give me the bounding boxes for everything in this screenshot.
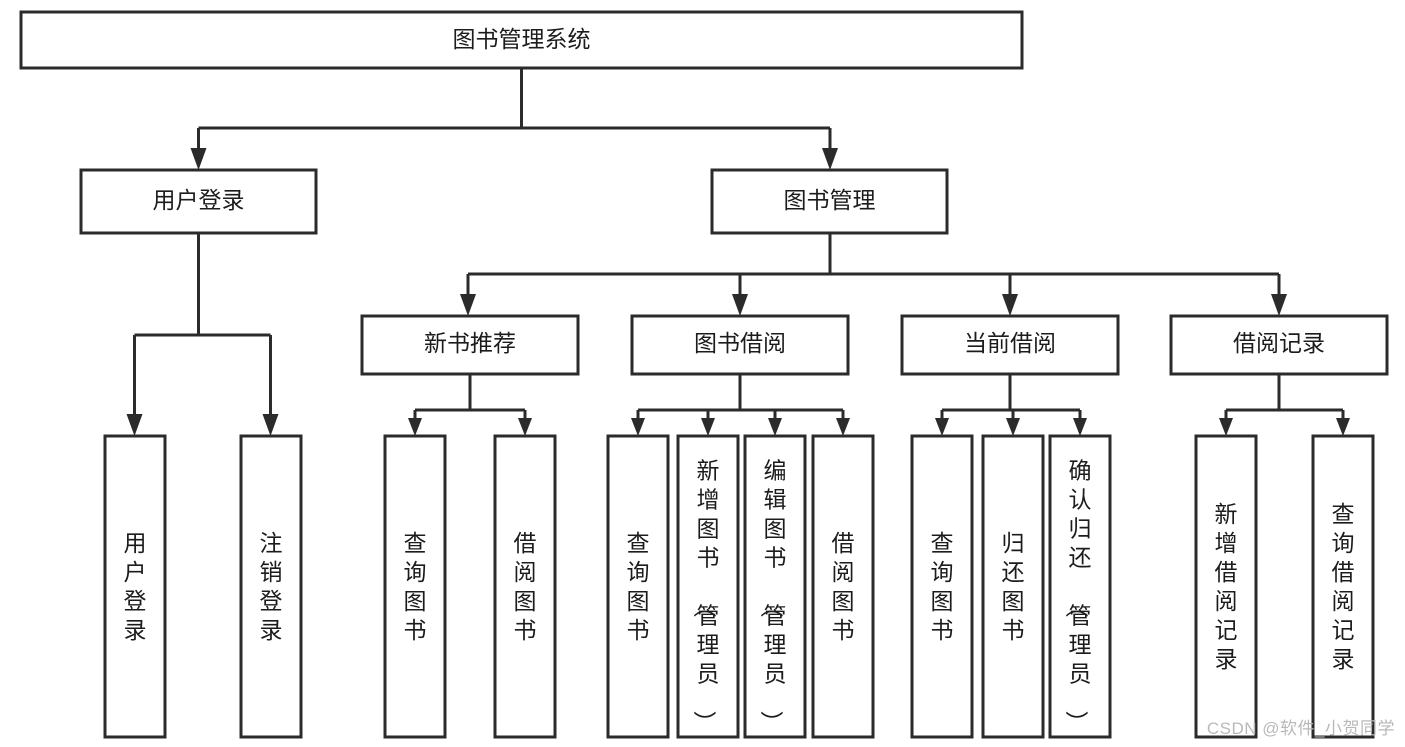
node-leaf-query-book-1[interactable]: 查询图书: [383, 434, 447, 739]
node-leaf-return-book-label: 归还图书: [1002, 530, 1025, 643]
node-new-book-rec[interactable]: 新书推荐: [360, 314, 580, 376]
connector-group-current-borrow: [935, 374, 1087, 436]
arrowhead-leaf-user-login: [126, 414, 143, 436]
node-book-borrow-box[interactable]: [630, 314, 850, 376]
node-leaf-confirm-return-box[interactable]: [1048, 434, 1112, 739]
arrowhead-leaf-borrow-book-2: [836, 418, 850, 436]
node-new-book-rec-box[interactable]: [360, 314, 580, 376]
node-leaf-user-login[interactable]: 用户登录: [103, 434, 167, 739]
node-new-book-rec-label: 新书推荐: [424, 330, 516, 356]
node-leaf-edit-book[interactable]: 编辑图书（管理员）: [743, 434, 807, 739]
node-borrow-record-box[interactable]: [1169, 314, 1389, 376]
arrowhead-leaf-edit-book: [768, 418, 782, 436]
node-leaf-logout-label: 注销登录: [260, 530, 283, 643]
node-leaf-query-record-label: 查询借阅记录: [1332, 501, 1355, 672]
arrowhead-leaf-query-book-1: [408, 418, 422, 436]
leaf-nodes-row: 用户登录 注销登录 查询图书 借阅图书 查询图书 新增图书（管理员）: [103, 434, 1375, 739]
node-leaf-query-book-2-label: 查询图书: [627, 530, 650, 643]
node-root-box[interactable]: [19, 10, 1024, 70]
node-leaf-borrow-book-1[interactable]: 借阅图书: [493, 434, 557, 739]
node-leaf-edit-book-label: 编辑图书（管理员）: [759, 458, 787, 734]
node-leaf-borrow-book-1-label: 借阅图书: [514, 530, 537, 643]
node-root-label: 图书管理系统: [453, 26, 591, 52]
node-current-borrow-box[interactable]: [900, 314, 1120, 376]
arrowhead-leaf-return-book: [1006, 418, 1020, 436]
node-leaf-borrow-book-1-box[interactable]: [493, 434, 557, 739]
node-leaf-borrow-book-2-label: 借阅图书: [832, 530, 855, 643]
node-current-borrow[interactable]: 当前借阅: [900, 314, 1120, 376]
node-leaf-add-record-box[interactable]: [1194, 434, 1258, 739]
node-leaf-borrow-book-2-box[interactable]: [811, 434, 875, 739]
node-user-login-label: 用户登录: [153, 187, 245, 213]
node-leaf-user-login-label: 用户登录: [124, 530, 147, 643]
node-leaf-query-book-2[interactable]: 查询图书: [606, 434, 670, 739]
connector-group-book-borrow: [631, 374, 850, 436]
node-root[interactable]: 图书管理系统: [19, 10, 1024, 70]
node-leaf-query-book-1-box[interactable]: [383, 434, 447, 739]
node-leaf-logout-box[interactable]: [239, 434, 303, 739]
node-leaf-add-book-box[interactable]: [676, 434, 740, 739]
node-leaf-add-record-label: 新增借阅记录: [1215, 501, 1238, 672]
arrowhead-user-login: [190, 148, 207, 170]
node-user-login[interactable]: 用户登录: [79, 168, 318, 235]
node-user-login-box[interactable]: [79, 168, 318, 235]
arrowhead-book-borrow: [732, 294, 748, 316]
node-leaf-borrow-book-2[interactable]: 借阅图书: [811, 434, 875, 739]
node-leaf-query-record[interactable]: 查询借阅记录: [1311, 434, 1375, 739]
node-leaf-return-book-box[interactable]: [981, 434, 1045, 739]
connector-group-book-manage: [460, 233, 1287, 316]
connector-group-new-book-rec: [408, 374, 532, 436]
node-leaf-query-book-1-label: 查询图书: [404, 530, 427, 643]
arrowhead-current-borrow: [1002, 294, 1018, 316]
node-leaf-add-book[interactable]: 新增图书（管理员）: [676, 434, 740, 739]
arrowhead-leaf-query-book-2: [631, 418, 645, 436]
arrowhead-leaf-logout: [262, 414, 279, 436]
arrowhead-new-book-rec: [460, 294, 476, 316]
node-leaf-confirm-return[interactable]: 确认归还（管理员）: [1048, 434, 1112, 739]
node-leaf-add-book-label: 新增图书（管理员）: [692, 458, 720, 734]
node-leaf-query-record-box[interactable]: [1311, 434, 1375, 739]
node-borrow-record[interactable]: 借阅记录: [1169, 314, 1389, 376]
arrowhead-leaf-add-book: [701, 418, 715, 436]
connector-group-root: [190, 68, 838, 170]
node-borrow-record-label: 借阅记录: [1233, 330, 1325, 356]
arrowhead-borrow-record: [1271, 294, 1287, 316]
arrowhead-leaf-query-record: [1336, 418, 1350, 436]
node-leaf-query-book-3[interactable]: 查询图书: [910, 434, 974, 739]
arrowhead-leaf-confirm-return: [1073, 418, 1087, 436]
connector-group-user-login: [126, 233, 279, 436]
node-book-manage-box[interactable]: [710, 168, 949, 235]
watermark-text: CSDN @软件_小贺同学: [1206, 719, 1395, 738]
node-leaf-add-record[interactable]: 新增借阅记录: [1194, 434, 1258, 739]
node-book-borrow[interactable]: 图书借阅: [630, 314, 850, 376]
node-leaf-query-book-2-box[interactable]: [606, 434, 670, 739]
node-leaf-return-book[interactable]: 归还图书: [981, 434, 1045, 739]
node-leaf-user-login-box[interactable]: [103, 434, 167, 739]
node-book-manage[interactable]: 图书管理: [710, 168, 949, 235]
arrowhead-leaf-borrow-book-1: [518, 418, 532, 436]
node-book-borrow-label: 图书借阅: [694, 330, 786, 356]
node-leaf-confirm-return-label: 确认归还（管理员）: [1064, 458, 1092, 734]
connector-group-borrow-record: [1219, 374, 1350, 436]
arrowhead-leaf-query-book-3: [935, 418, 949, 436]
node-leaf-edit-book-box[interactable]: [743, 434, 807, 739]
arrowhead-leaf-add-record: [1219, 418, 1233, 436]
node-current-borrow-label: 当前借阅: [964, 330, 1056, 356]
node-leaf-query-book-3-label: 查询图书: [931, 530, 954, 643]
node-leaf-query-book-3-box[interactable]: [910, 434, 974, 739]
node-book-manage-label: 图书管理: [784, 187, 876, 213]
arrowhead-book-manage: [822, 148, 838, 170]
node-leaf-logout[interactable]: 注销登录: [239, 434, 303, 739]
